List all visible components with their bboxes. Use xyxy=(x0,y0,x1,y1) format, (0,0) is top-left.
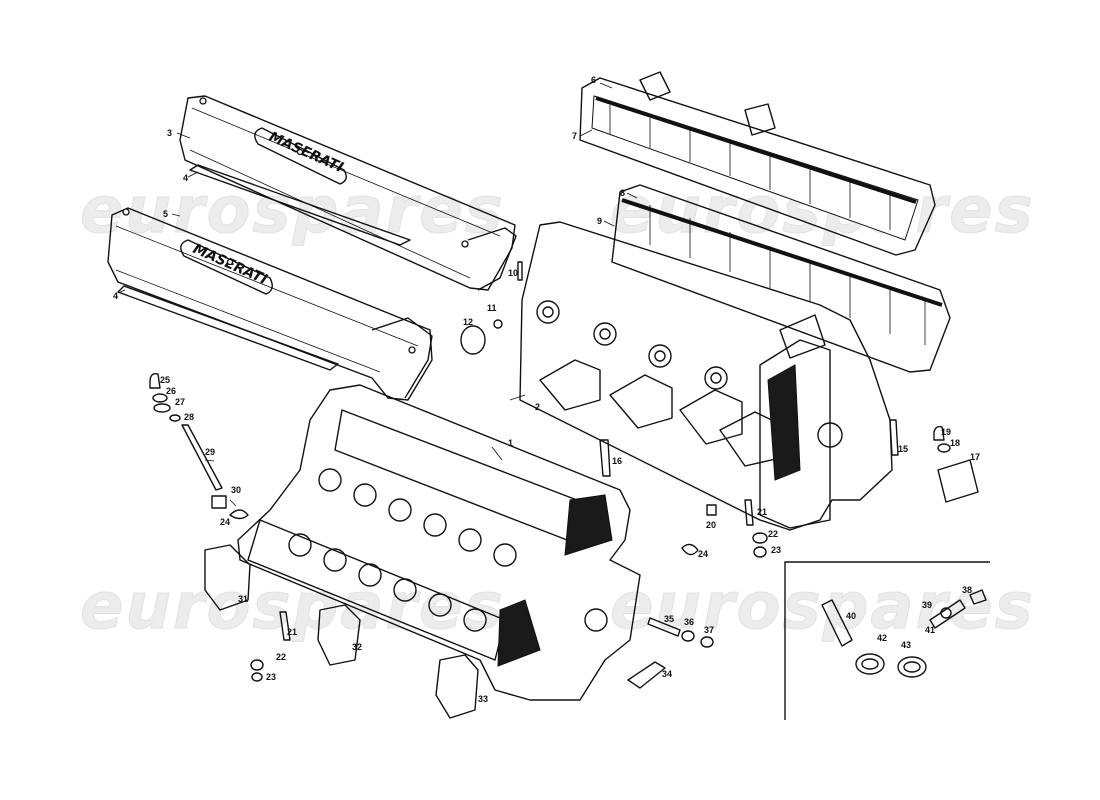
callout-26: 26 xyxy=(166,386,176,396)
leader-lines xyxy=(117,82,638,507)
callout-4-lower: 4 xyxy=(113,291,118,301)
cam-housing-upper-right xyxy=(579,71,936,256)
cam-housing-lower-right xyxy=(611,184,951,373)
cover-gasket-upper xyxy=(189,164,411,246)
callout-39: 39 xyxy=(922,600,932,610)
callout-labels: 1 2 3 4 4 5 6 7 8 9 10 11 12 15 16 17 18… xyxy=(113,75,980,704)
callout-7: 7 xyxy=(572,131,577,141)
inset-frame xyxy=(784,561,990,720)
callout-24-left: 24 xyxy=(220,517,230,527)
callout-33: 33 xyxy=(478,694,488,704)
combustion-chambers xyxy=(539,359,781,467)
inset-detail xyxy=(784,561,990,720)
callout-30: 30 xyxy=(231,485,241,495)
callout-19: 19 xyxy=(941,427,951,437)
callout-17: 17 xyxy=(970,452,980,462)
callout-32: 32 xyxy=(352,642,362,652)
callout-34: 34 xyxy=(662,669,672,679)
watermark-text-1: eurospares xyxy=(80,174,505,248)
callout-18: 18 xyxy=(950,438,960,448)
callout-29: 29 xyxy=(205,447,215,457)
callout-40: 40 xyxy=(846,611,856,621)
callout-31: 31 xyxy=(238,594,248,604)
callout-9: 9 xyxy=(597,216,602,226)
callout-27: 27 xyxy=(175,397,185,407)
callout-37: 37 xyxy=(704,625,714,635)
watermark-layer: eurospares eurospares eurospares eurospa… xyxy=(80,174,1035,645)
callout-5: 5 xyxy=(163,209,168,219)
callout-10: 10 xyxy=(508,268,518,278)
watermark-text-4: eurospares xyxy=(610,570,1035,644)
cover-gasket-lower xyxy=(117,285,339,371)
callout-1: 1 xyxy=(508,438,513,448)
callout-12: 12 xyxy=(463,317,473,327)
callout-11: 11 xyxy=(487,303,497,313)
callout-2: 2 xyxy=(535,402,540,412)
callout-38: 38 xyxy=(962,585,972,595)
callout-4-upper: 4 xyxy=(183,173,188,183)
callout-36: 36 xyxy=(684,617,694,627)
cylinder-bores xyxy=(288,468,517,632)
callout-21-right: 21 xyxy=(757,507,767,517)
callout-41: 41 xyxy=(925,625,935,635)
callout-3: 3 xyxy=(167,128,172,138)
callout-23-left: 23 xyxy=(266,672,276,682)
callout-28: 28 xyxy=(184,412,194,422)
callout-15: 15 xyxy=(898,444,908,454)
callout-25: 25 xyxy=(160,375,170,385)
callout-16: 16 xyxy=(612,456,622,466)
callout-21-left: 21 xyxy=(287,627,297,637)
callout-22-right: 22 xyxy=(768,529,778,539)
cylinder-block xyxy=(237,384,641,701)
callout-6: 6 xyxy=(591,75,596,85)
callout-35: 35 xyxy=(664,614,674,624)
callout-42: 42 xyxy=(877,633,887,643)
brand-plate-upper: MASERATI xyxy=(266,129,345,176)
small-parts xyxy=(149,261,979,719)
callout-43: 43 xyxy=(901,640,911,650)
callout-24-right: 24 xyxy=(698,549,708,559)
callout-8: 8 xyxy=(620,188,625,198)
callout-20: 20 xyxy=(706,520,716,530)
callout-23-right: 23 xyxy=(771,545,781,555)
callout-22-left: 22 xyxy=(276,652,286,662)
